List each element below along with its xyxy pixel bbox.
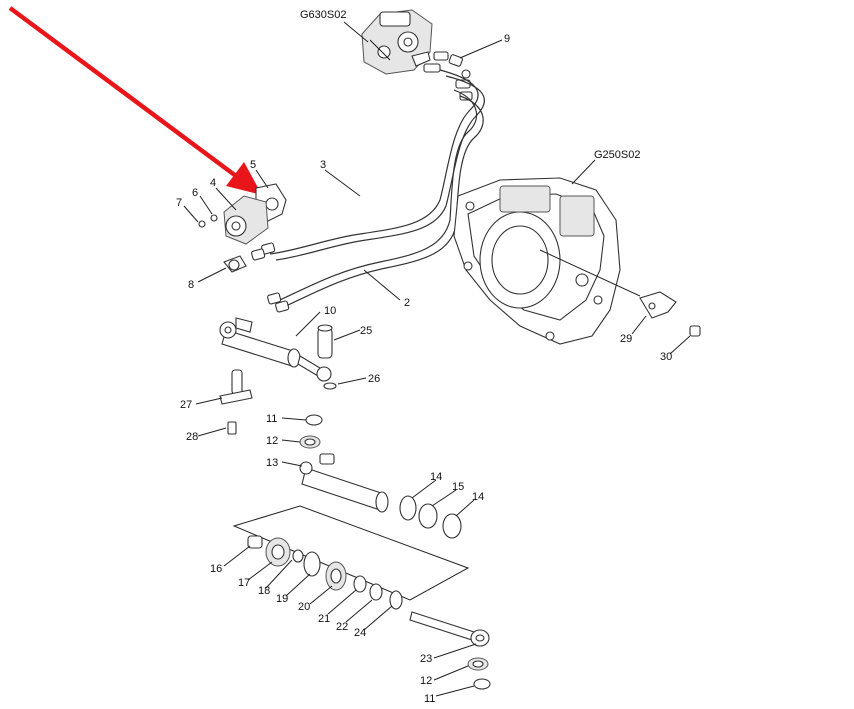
callout-5: 5	[250, 159, 256, 171]
hydraulic-pump	[198, 183, 287, 245]
top-valve-assembly	[361, 9, 449, 75]
callout-16: 16	[210, 563, 222, 575]
callout-17: 17	[238, 577, 250, 589]
callout-14-b: 14	[472, 491, 484, 503]
gearbox-housing	[453, 177, 641, 345]
callout-29: 29	[620, 333, 632, 345]
callout-30: 30	[660, 351, 672, 363]
callout-11-upper: 11	[266, 413, 277, 425]
callout-18: 18	[258, 585, 270, 597]
callout-4: 4	[210, 177, 216, 189]
callout-23: 23	[420, 653, 432, 665]
bracket-29	[639, 291, 677, 319]
bushing-17	[265, 537, 291, 567]
callout-10: 10	[324, 305, 336, 317]
red-pointer-arrow	[8, 6, 262, 195]
clevis-rod	[297, 355, 337, 390]
callout-11-lower: 11	[424, 693, 435, 705]
seal-21	[353, 575, 367, 593]
piston-20	[325, 561, 347, 591]
washer-18	[292, 549, 304, 563]
seal-14-b	[442, 513, 462, 539]
callout-8: 8	[188, 279, 194, 291]
hydraulic-hoses	[251, 69, 485, 313]
seal-14-a	[399, 495, 417, 521]
fitting-8	[223, 255, 247, 273]
callout-26: 26	[368, 373, 380, 385]
callout-20: 20	[298, 601, 310, 613]
callout-25: 25	[360, 325, 372, 337]
seal-15	[418, 503, 438, 529]
callout-24: 24	[354, 627, 366, 639]
callout-labels: G630S02 G250S02 9 3 5 4 6 7 8 2 10 25 26…	[176, 9, 672, 705]
callout-12-lower: 12	[420, 675, 432, 687]
callout-12-upper: 12	[266, 435, 278, 447]
callout-27: 27	[180, 399, 192, 411]
ring-11-lower	[473, 678, 491, 690]
callout-28: 28	[186, 431, 198, 443]
callout-6: 6	[192, 187, 198, 199]
bolt-28	[227, 421, 237, 435]
lift-cylinder-10	[219, 317, 301, 368]
ring-24	[389, 590, 403, 610]
cylinder-13	[299, 453, 389, 513]
ring-11-upper	[305, 414, 323, 426]
fitting-9	[448, 54, 473, 101]
label-g630s02: G630S02	[300, 9, 346, 21]
bracket-27	[219, 369, 253, 405]
ring-19	[303, 551, 321, 577]
label-g250s02: G250S02	[594, 149, 640, 161]
piston-rod-23	[409, 611, 490, 647]
bushing-12-upper	[299, 435, 321, 449]
callout-2: 2	[404, 297, 410, 309]
callout-7: 7	[176, 197, 182, 209]
callout-14-a: 14	[430, 471, 442, 483]
seal-22	[369, 583, 383, 601]
nut-16	[247, 535, 263, 549]
callout-19: 19	[276, 593, 288, 605]
callout-22: 22	[336, 621, 348, 633]
callout-21: 21	[318, 613, 330, 625]
callout-9: 9	[504, 33, 510, 45]
leader-lines	[183, 21, 691, 697]
pin-25	[317, 324, 333, 359]
bushing-12-lower	[467, 657, 489, 671]
callout-15: 15	[452, 481, 464, 493]
bolt-30	[689, 325, 701, 337]
callout-3: 3	[320, 159, 326, 171]
callout-13: 13	[266, 457, 278, 469]
